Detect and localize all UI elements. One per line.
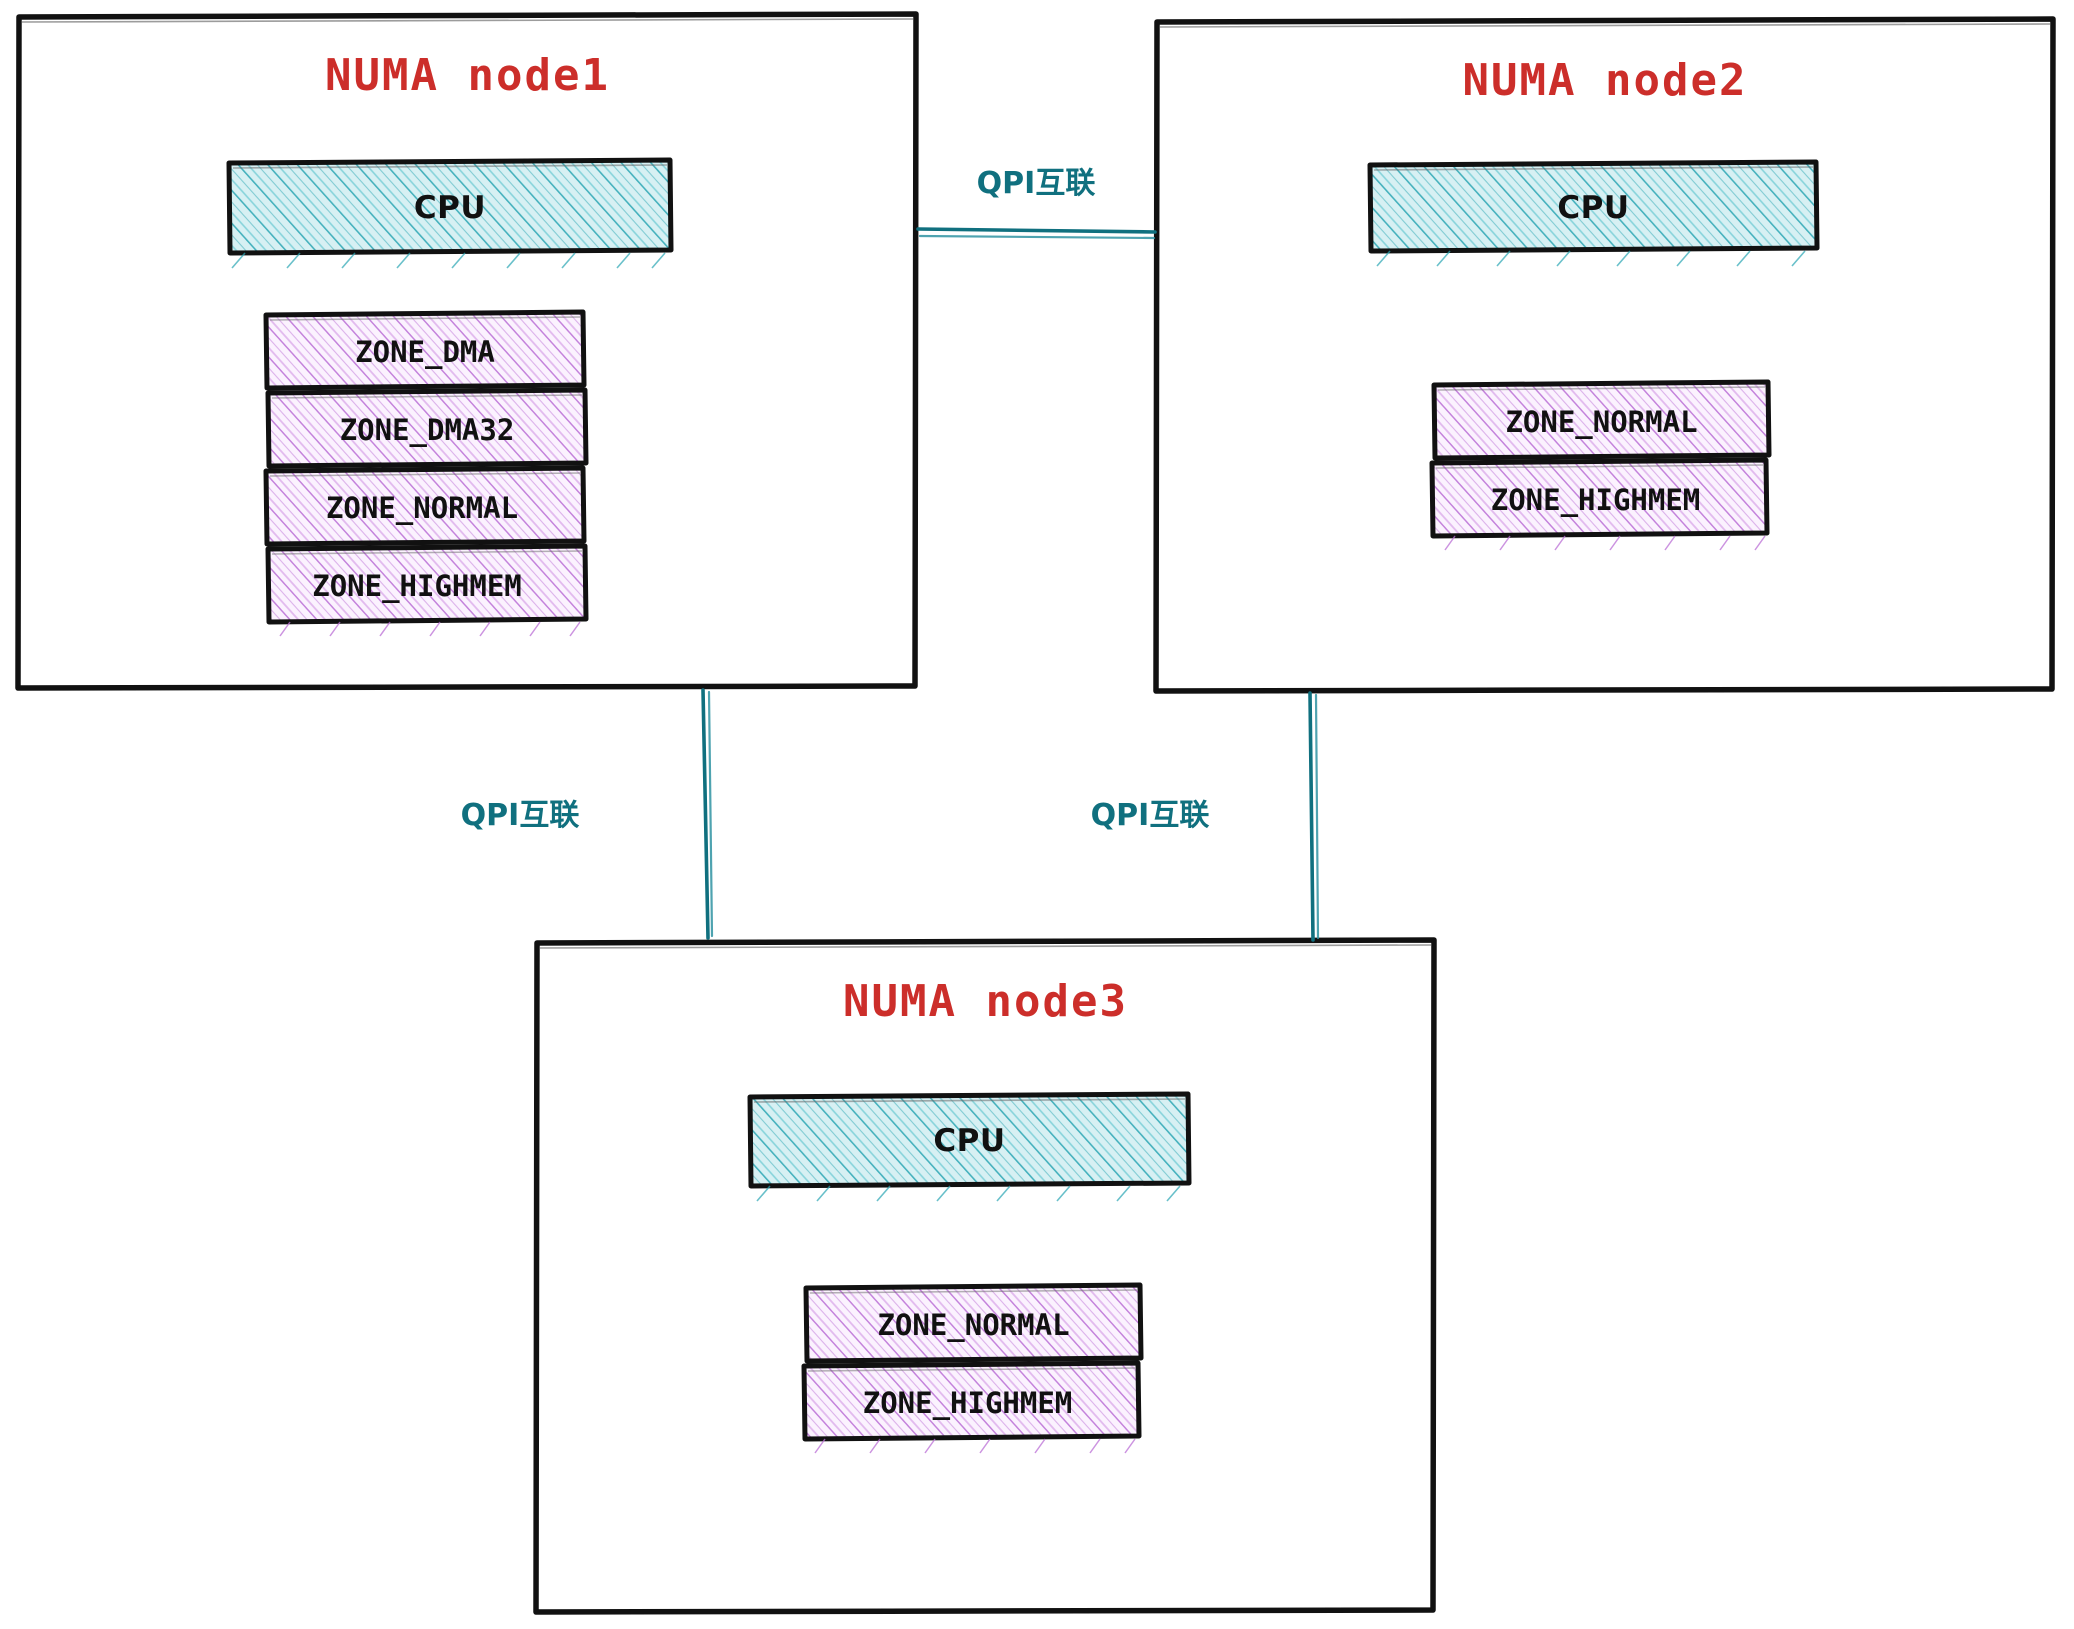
- node-title-node1: NUMA node1: [325, 50, 610, 101]
- node3-outline: [533, 937, 1437, 1615]
- zone-box-node1-2[interactable]: [263, 465, 587, 547]
- cpu-box-node3-sketch: [753, 1098, 1186, 1103]
- zone-box-node3-0-shape: [803, 1282, 1144, 1364]
- zone-label-node3-1: ZONE_HIGHMEM: [862, 1386, 1073, 1420]
- zone-box-node1-0-shape: [263, 309, 587, 391]
- cpu-box-node3-overshoot: [756, 1185, 1181, 1202]
- zone-label-node2-1: ZONE_HIGHMEM: [1490, 483, 1701, 517]
- cpu-box-node1-sketch: [232, 164, 668, 169]
- node3-sketch-stroke: [539, 944, 1432, 949]
- zone-box-node1-0-sketch: [269, 316, 581, 321]
- zone-box-node2-1-shape: [1429, 457, 1770, 539]
- zone-box-node1-1-shape: [265, 387, 589, 469]
- zone-box-node1-3-sketch: [271, 550, 583, 555]
- zone-box-node3-1[interactable]: [801, 1360, 1142, 1454]
- zone-box-node1-overshoot: [279, 621, 581, 637]
- zone-box-node2-overshoot: [1444, 535, 1766, 551]
- zone-box-node1-2-shape: [263, 465, 587, 547]
- node-container-node3[interactable]: [533, 937, 1437, 1615]
- zone-label-node1-3: ZONE_HIGHMEM: [312, 569, 522, 603]
- link-line-node1-node2: [916, 227, 1157, 240]
- zone-box-node3-0-sketch: [809, 1289, 1138, 1294]
- link-line-node1-node3: [701, 688, 714, 940]
- cpu-box-node3-shape: [747, 1091, 1192, 1189]
- zone-box-node1-1[interactable]: [265, 387, 589, 469]
- cpu-box-node1-overshoot: [231, 252, 666, 269]
- zone-box-node1-0[interactable]: [263, 309, 587, 391]
- zone-box-node2-0-sketch: [1437, 386, 1766, 391]
- cpu-box-node2[interactable]: [1367, 159, 1820, 267]
- zone-box-node3-0[interactable]: [803, 1282, 1144, 1364]
- zone-box-node1-1-sketch: [271, 394, 583, 399]
- zone-box-node3-overshoot: [814, 1438, 1136, 1454]
- node2-outline: [1153, 16, 2056, 694]
- cpu-box-node3[interactable]: [747, 1091, 1192, 1202]
- zone-box-node1-3[interactable]: [265, 543, 589, 637]
- zone-label-node3-0: ZONE_NORMAL: [877, 1308, 1070, 1342]
- zone-box-node1-2-sketch: [269, 472, 581, 477]
- cpu-box-node2-sketch: [1373, 166, 1814, 171]
- cpu-box-node1-shape: [226, 157, 674, 256]
- cpu-box-node2-shape: [1367, 159, 1820, 254]
- zone-label-node1-2: ZONE_NORMAL: [325, 491, 519, 525]
- zone-box-node3-1-shape: [801, 1360, 1142, 1442]
- link-label-node1-node2: QPI互联: [976, 166, 1096, 201]
- zone-box-node3-1-sketch: [807, 1367, 1136, 1372]
- cpu-label-node3: CPU: [933, 1123, 1006, 1159]
- cpu-label-node2: CPU: [1557, 190, 1630, 226]
- zone-label-node2-0: ZONE_NORMAL: [1505, 405, 1698, 439]
- zone-box-node2-1-sketch: [1435, 464, 1764, 469]
- node-title-node3: NUMA node3: [843, 976, 1128, 1027]
- zone-box-node1-3-shape: [265, 543, 589, 625]
- zone-box-node2-0-shape: [1431, 379, 1772, 461]
- node-title-node2: NUMA node2: [1462, 55, 1748, 106]
- zone-box-node2-1[interactable]: [1429, 457, 1770, 551]
- link-label-node2-node3: QPI互联: [1090, 798, 1210, 833]
- cpu-box-node1[interactable]: [226, 157, 674, 269]
- link-line-node2-node3: [1308, 691, 1320, 942]
- node1-sketch-stroke: [21, 18, 914, 23]
- node-container-node2[interactable]: [1153, 16, 2056, 694]
- zone-box-node2-0[interactable]: [1431, 379, 1772, 461]
- node2-sketch-stroke: [1159, 23, 2051, 28]
- zone-label-node1-1: ZONE_DMA32: [339, 413, 515, 447]
- zone-label-node1-0: ZONE_DMA: [355, 335, 495, 369]
- cpu-box-node2-overshoot: [1376, 250, 1806, 267]
- link-label-node1-node3: QPI互联: [460, 798, 580, 833]
- cpu-label-node1: CPU: [413, 190, 487, 226]
